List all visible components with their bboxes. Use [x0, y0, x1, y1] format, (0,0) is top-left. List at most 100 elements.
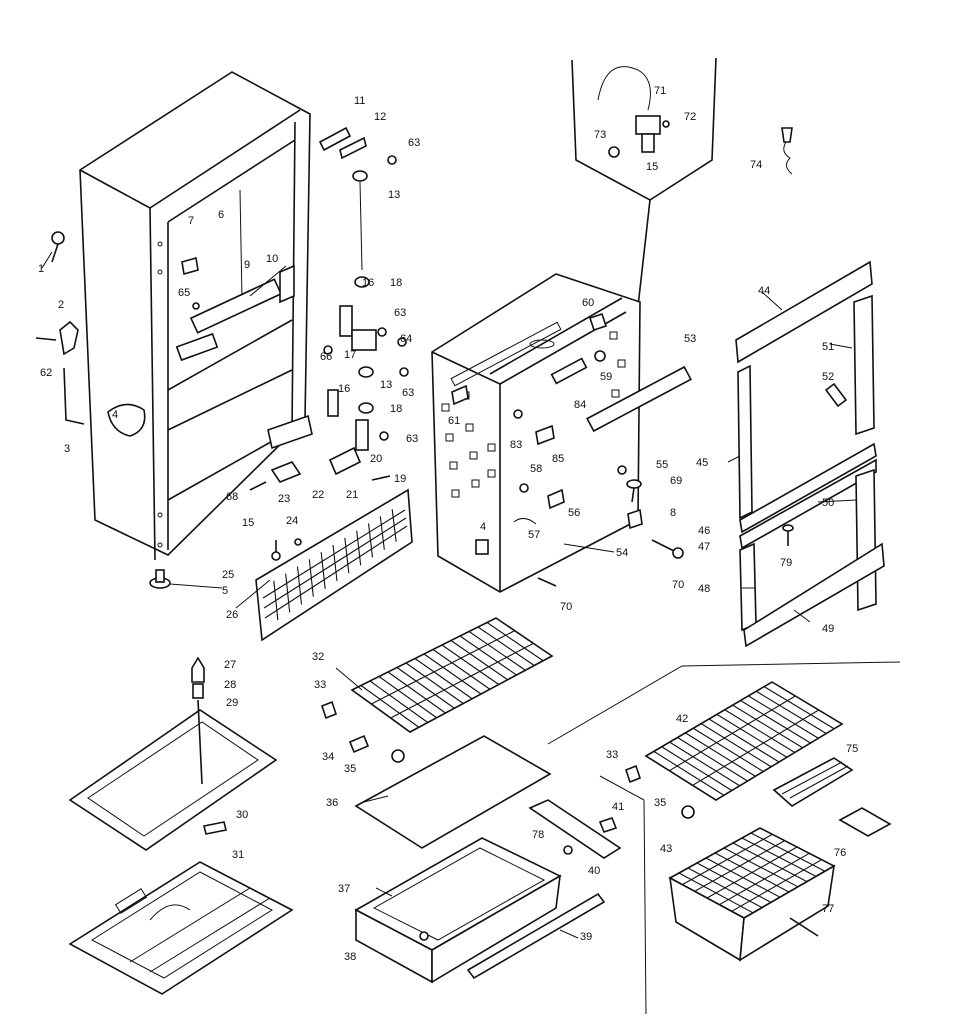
callout-c64: 64 — [400, 333, 412, 345]
callout-c84: 84 — [574, 399, 586, 411]
callout-c37: 37 — [338, 883, 350, 895]
basket-bar — [694, 840, 785, 892]
callout-c34: 34 — [322, 751, 334, 763]
base-pan-31 — [68, 861, 294, 995]
callout-c63d: 63 — [406, 433, 418, 445]
callout-c32: 32 — [312, 651, 324, 663]
shelf32-bar — [441, 644, 500, 685]
callout-c18b: 18 — [390, 403, 402, 415]
shelf42-bar — [755, 690, 827, 734]
shelf32-bar — [414, 658, 473, 700]
shelf32-bar — [423, 653, 482, 695]
shelf42-bar — [669, 695, 796, 772]
callout-c20: 20 — [370, 453, 382, 465]
callout-c75: 75 — [846, 743, 858, 755]
callout-c45: 45 — [696, 457, 708, 469]
callout-c4b: 4 — [480, 521, 486, 533]
shelf42-bar — [740, 700, 811, 744]
liner-hole — [449, 461, 458, 470]
callout-c1: 1 — [38, 263, 44, 275]
callout-c15b: 15 — [646, 161, 658, 173]
callout-c35b: 35 — [654, 797, 666, 809]
callout-c59: 59 — [600, 371, 612, 383]
shelf32-bar — [486, 622, 544, 662]
part-76 — [838, 807, 892, 837]
shelf42-bar — [677, 737, 748, 782]
rod-3 — [63, 367, 85, 425]
callout-c57: 57 — [528, 529, 540, 541]
callout-c9: 9 — [244, 259, 250, 271]
shelf32-bar — [477, 626, 535, 666]
leveling-leg-5 — [149, 569, 171, 589]
liner-hole — [487, 469, 496, 478]
grille-bar — [264, 525, 408, 619]
callout-c66: 66 — [320, 351, 332, 363]
liner-hole — [445, 433, 454, 442]
callout-c65: 65 — [178, 287, 190, 299]
shelf42-bar — [653, 750, 725, 796]
callout-c36: 36 — [326, 797, 338, 809]
callout-c24: 24 — [286, 515, 298, 527]
callout-c49: 49 — [822, 623, 834, 635]
shelf42-bar — [724, 709, 796, 753]
callout-c44: 44 — [758, 285, 770, 297]
callout-c52: 52 — [822, 371, 834, 383]
basket-bar — [706, 846, 798, 899]
callout-c22: 22 — [312, 489, 324, 501]
glass-cover-36 — [354, 735, 552, 849]
callout-c21: 21 — [346, 489, 358, 501]
callout-c68: 68 — [226, 491, 238, 503]
callout-c78a: 78 — [532, 829, 544, 841]
screw-1 — [51, 231, 65, 263]
shelf32-bar — [369, 680, 429, 723]
callout-c5: 5 — [222, 585, 228, 597]
callout-c51: 51 — [822, 341, 834, 353]
callout-c60: 60 — [582, 297, 594, 309]
shelf42-bar — [661, 746, 733, 791]
wire-basket-43 — [668, 827, 836, 962]
shelf32-bar — [405, 662, 464, 704]
callout-c46: 46 — [698, 525, 710, 537]
callout-c58: 58 — [530, 463, 542, 475]
shelf42-bar — [692, 709, 819, 786]
callout-c16b: 16 — [338, 383, 350, 395]
shelf32-bar — [396, 667, 455, 709]
callout-c4a: 4 — [112, 409, 118, 421]
callout-c33a: 33 — [314, 679, 326, 691]
hinge-2 — [35, 320, 79, 356]
liner-hole — [609, 331, 618, 340]
freezer-liner — [431, 273, 692, 593]
shelf32-bar — [390, 642, 534, 719]
callout-c30: 30 — [236, 809, 248, 821]
callout-c48: 48 — [698, 583, 710, 595]
liner-hole — [469, 451, 478, 460]
callout-c25: 25 — [222, 569, 234, 581]
cabinet-shell — [79, 71, 311, 561]
wire-shelf-32 — [321, 617, 554, 763]
callout-c39: 39 — [580, 931, 592, 943]
liner-hole — [465, 423, 474, 432]
liner-hole — [441, 403, 450, 412]
basket-bar — [682, 833, 773, 886]
callout-c7: 7 — [188, 215, 194, 227]
callout-c15a: 15 — [242, 517, 254, 529]
shelf42-bar — [700, 723, 772, 768]
crisper-drawer-37 — [354, 837, 562, 984]
shelf32-bar — [459, 635, 517, 676]
basket-bar — [731, 859, 822, 912]
shelf32-bar — [468, 631, 526, 671]
liner-hole — [487, 443, 496, 452]
callout-c56: 56 — [568, 507, 580, 519]
callout-c53: 53 — [684, 333, 696, 345]
callout-c55: 55 — [656, 459, 668, 471]
callout-c11: 11 — [354, 95, 365, 107]
callout-c62: 62 — [40, 367, 52, 379]
shelf32-bar — [360, 685, 420, 728]
callout-c70b: 70 — [672, 579, 684, 591]
leader-lines — [41, 251, 857, 939]
shelf32-bar — [371, 630, 515, 705]
callout-c47: 47 — [698, 541, 710, 553]
callout-c41: 41 — [612, 801, 624, 813]
